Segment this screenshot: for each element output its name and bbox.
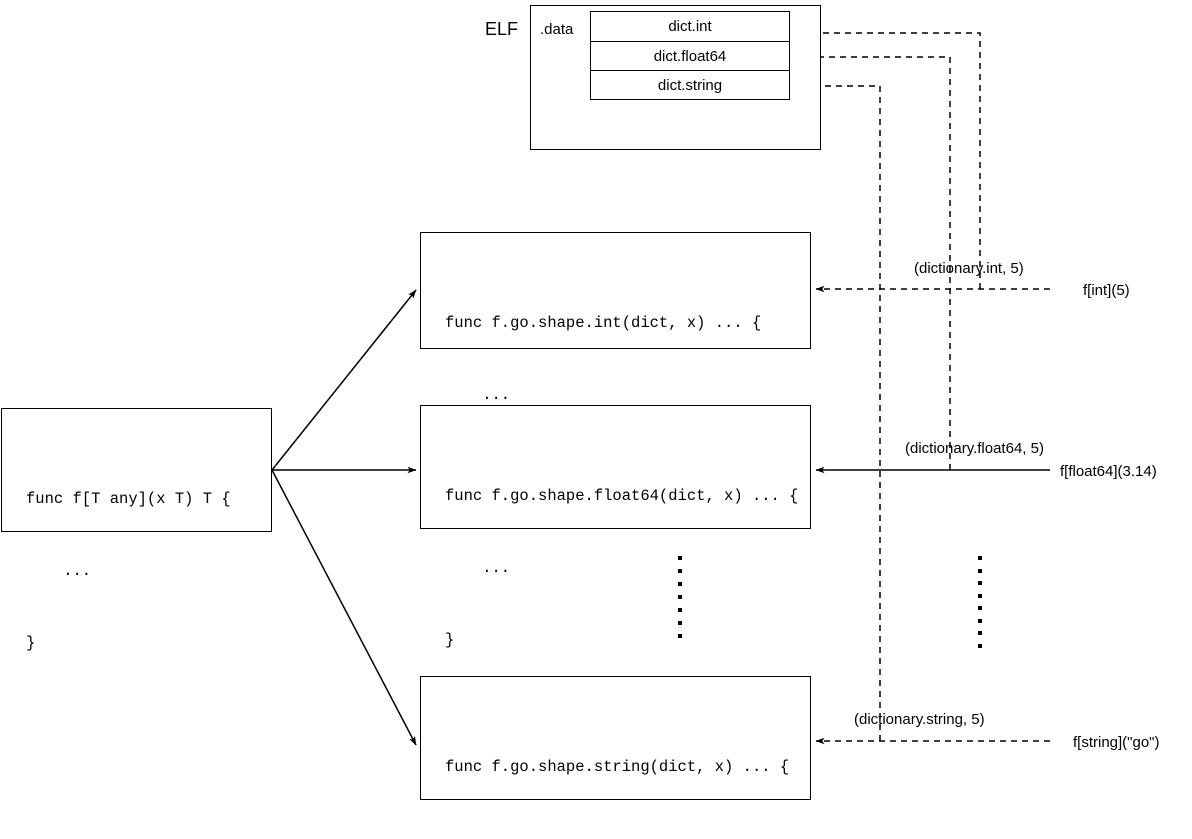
call-site-float64: f[float64](3.14)	[1060, 463, 1157, 480]
dict-arg-label-float64: (dictionary.float64, 5)	[905, 440, 1044, 457]
shape-function-code-string: func f.go.shape.string(dict, x) ... { ..…	[421, 677, 810, 839]
shape-list-ellipsis-icon	[677, 556, 683, 638]
generic-function-code: func f[T any](x T) T { ... }	[2, 409, 271, 703]
dict-entry-int[interactable]: dict.int	[590, 11, 790, 42]
shape-function-box-string: func f.go.shape.string(dict, x) ... { ..…	[420, 676, 811, 839]
call-site-list-ellipsis-icon	[977, 556, 983, 648]
dict-arg-label-int: (dictionary.int, 5)	[914, 260, 1024, 277]
code-line: }	[26, 634, 36, 652]
code-line: ...	[26, 562, 92, 580]
code-line: func f[T any](x T) T {	[26, 490, 231, 508]
shape-function-box-float64: func f.go.shape.float64(dict, x) ... { .…	[420, 405, 811, 649]
dict-entry-label: dict.int	[668, 18, 712, 35]
call-site-string: f[string]("go")	[1073, 734, 1160, 751]
code-line: func f.go.shape.float64(dict, x) ... {	[445, 487, 799, 505]
shape-function-box-int: func f.go.shape.int(dict, x) ... { ... }	[420, 232, 811, 476]
code-line: ...	[445, 559, 511, 577]
dict-entry-string[interactable]: dict.string	[590, 70, 790, 100]
call-site-int: f[int](5)	[1083, 282, 1130, 299]
code-line: ...	[445, 386, 511, 404]
callsite-arrows	[815, 285, 1050, 745]
generic-function-box: func f[T any](x T) T { ... }	[1, 408, 272, 652]
arrow-generic-to-string	[271, 469, 417, 746]
shape-function-code-float64: func f.go.shape.float64(dict, x) ... { .…	[421, 406, 810, 700]
generic-to-shape-arrows	[271, 289, 417, 746]
code-line: ...	[445, 830, 511, 839]
dict-arg-label-string: (dictionary.string, 5)	[854, 711, 985, 728]
pointer-to-dict-int	[795, 29, 981, 289]
dict-entry-label: dict.string	[657, 76, 723, 94]
dict-entry-label: dict.float64	[653, 47, 727, 65]
dict-entry-float64[interactable]: dict.float64	[590, 41, 790, 71]
code-line: func f.go.shape.string(dict, x) ... {	[445, 758, 790, 776]
dictionary-pointer-arrows	[795, 29, 981, 741]
shape-function-code-int: func f.go.shape.int(dict, x) ... { ... }	[421, 233, 810, 527]
arrow-generic-to-int	[271, 289, 417, 471]
data-section-label: .data	[540, 21, 574, 38]
code-line: func f.go.shape.int(dict, x) ... {	[445, 314, 762, 332]
elf-label: ELF	[485, 19, 519, 39]
code-line: }	[445, 631, 455, 649]
